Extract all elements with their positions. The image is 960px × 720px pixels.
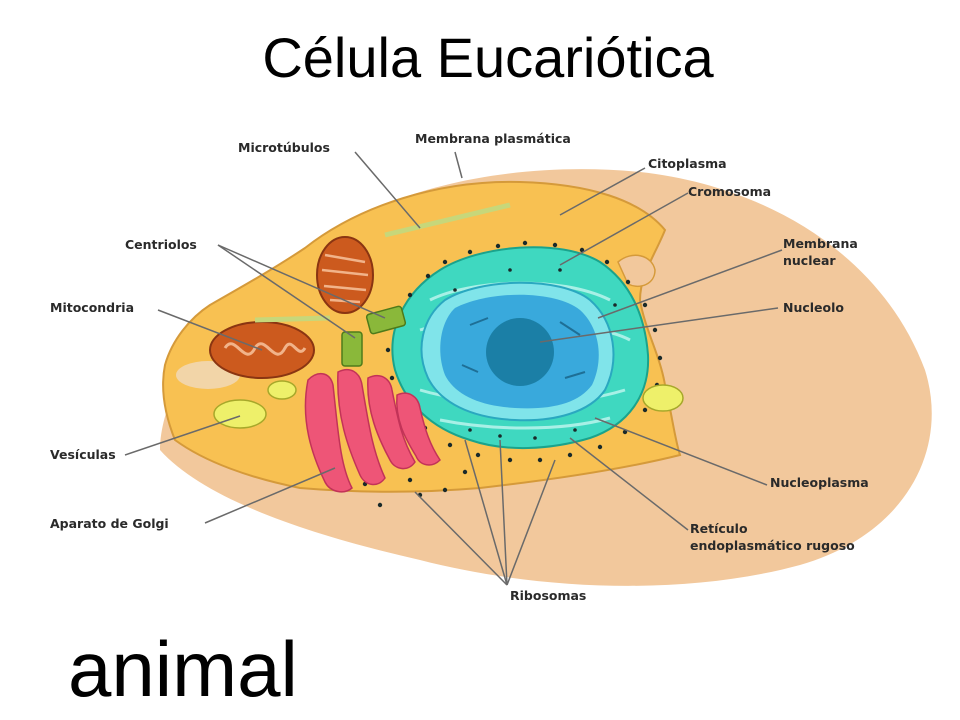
label-membrana-nuclear-line1: Membrana xyxy=(783,236,858,251)
label-citoplasma: Citoplasma xyxy=(648,156,727,171)
label-mitocondria: Mitocondria xyxy=(50,300,134,315)
caption-animal: animal xyxy=(68,630,298,708)
label-vesiculas: Vesículas xyxy=(50,447,116,462)
label-nucleoplasma: Nucleoplasma xyxy=(770,475,869,490)
label-reticulo-line2: endoplasmático rugoso xyxy=(690,538,855,553)
label-microtubulos: Microtúbulos xyxy=(238,140,330,155)
mitochondrion-upper xyxy=(317,237,373,313)
label-membrana-nuclear-line2: nuclear xyxy=(783,253,836,268)
label-cromosoma: Cromosoma xyxy=(688,184,771,199)
nucleolus xyxy=(486,318,554,386)
label-centriolos: Centriolos xyxy=(125,237,197,252)
label-nucleolo: Nucleolo xyxy=(783,300,844,315)
label-aparato-golgi: Aparato de Golgi xyxy=(50,516,169,531)
label-membrana-plasmatica: Membrana plasmática xyxy=(415,131,571,146)
label-ribosomas: Ribosomas xyxy=(510,588,586,603)
label-reticulo-line1: Retículo xyxy=(690,521,748,536)
